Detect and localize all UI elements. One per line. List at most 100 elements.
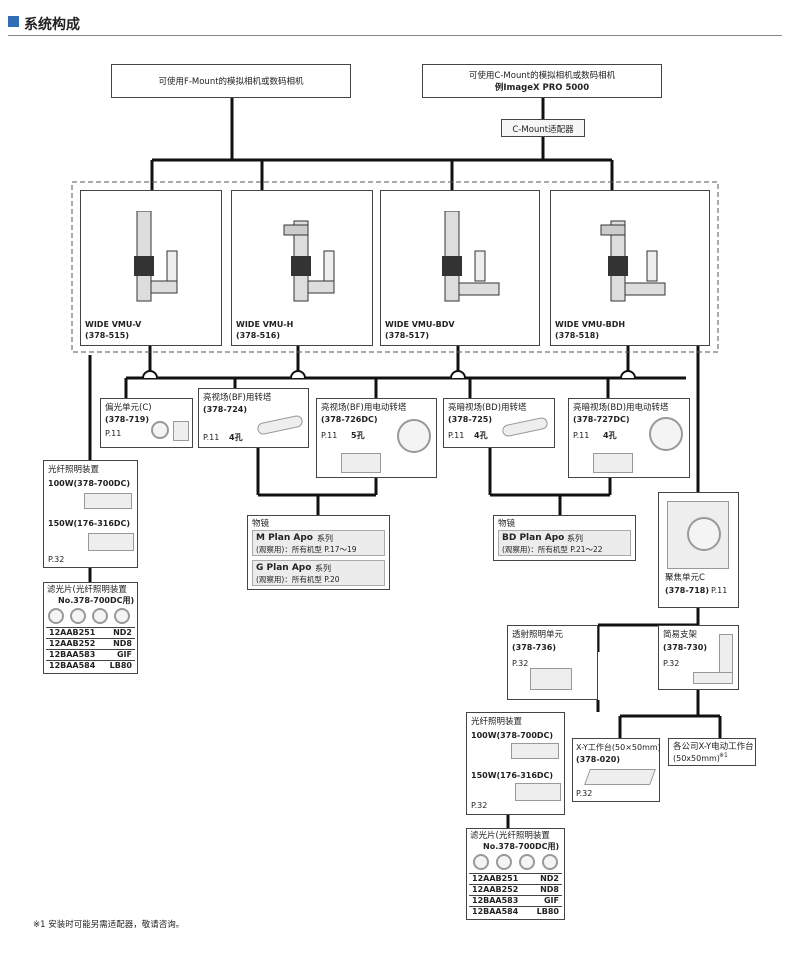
fiber-left-150w-icon xyxy=(88,533,134,551)
fiber-right-title: 光纤照明装置 xyxy=(471,717,523,727)
transmitted-unit-page: P.32 xyxy=(512,659,529,668)
objective-m-suffix: 系列 xyxy=(317,534,333,543)
filter-right-ring-icon xyxy=(542,854,558,870)
fiber-right-150w-icon xyxy=(515,783,561,801)
bd-motor-turret-box: 亮暗视场(BD)用电动转塔 (378-727DC) P.11 4孔 xyxy=(568,398,690,478)
bd-turret-code: (378-725) xyxy=(448,415,493,424)
bf-turret-title: 亮视场(BF)用转塔 xyxy=(203,393,272,403)
unit-bdh-name: WIDE VMU-BDH xyxy=(555,320,626,330)
filter-code: 12AAB252 xyxy=(46,638,104,650)
bf-motor-title: 亮视场(BF)用电动转塔 xyxy=(321,403,407,413)
filter-right-ring-icon xyxy=(496,854,512,870)
header-marker xyxy=(8,16,19,27)
bf-motor-turret-icon xyxy=(397,419,431,453)
objective-bd-name: BD Plan Apo xyxy=(502,533,565,543)
stand-base-icon xyxy=(693,672,733,684)
fmount-camera-label: 可使用F-Mount的模拟相机或数码相机 xyxy=(158,77,304,87)
fiber-left-100w: 100W(378-700DC) xyxy=(48,479,131,488)
objective-g-name: G Plan Apo xyxy=(256,563,312,573)
footnote: ※1 安装时可能另需适配器，敬请咨询。 xyxy=(33,920,185,930)
focus-knob-icon xyxy=(687,517,721,551)
unit-bdv-name: WIDE VMU-BDV xyxy=(385,320,455,330)
bf-motor-holes: 5孔 xyxy=(351,431,365,440)
xy-motor-title: 各公司X-Y电动工作台 xyxy=(673,742,754,752)
xy-stage-page: P.32 xyxy=(576,789,593,798)
xy-motor-footnote-mark: ※1 xyxy=(719,752,728,759)
filter-type: LB80 xyxy=(103,660,135,671)
microscope-v-icon xyxy=(134,211,178,302)
objective-bd-title: 物镜 xyxy=(498,519,516,529)
bf-motor-turret-box: 亮视场(BF)用电动转塔 (378-726DC) P.11 5孔 xyxy=(316,398,437,478)
unit-wide-vmu-h: WIDE VMU-H(378-516) xyxy=(231,190,373,346)
objective-m-name: M Plan Apo xyxy=(256,533,313,543)
cmount-adapter-label: C-Mount适配器 xyxy=(512,125,574,135)
filter-type: GIF xyxy=(103,649,135,661)
polarizer-icon xyxy=(151,421,169,439)
polarizer-page: P.11 xyxy=(105,429,122,438)
fiber-left-100w-icon xyxy=(84,493,132,509)
fiber-right-100w-icon xyxy=(511,743,559,759)
unit-wide-vmu-v: WIDE VMU-V(378-515) xyxy=(80,190,222,346)
filter-left-ring-icon xyxy=(48,608,64,624)
focus-unit-title: 聚焦单元C xyxy=(665,573,705,583)
simple-stand-code: (378-730) xyxy=(663,643,708,652)
xy-stage-icon xyxy=(584,769,656,785)
objective-bf-box: 物镜 M Plan Apo 系列 (观察用)：所有机型 P.17～19 G Pl… xyxy=(247,515,390,590)
cmount-camera-example: 例ImageX PRO 5000 xyxy=(494,83,590,93)
objective-bd-desc: (观察用)：所有机型 P.21～22 xyxy=(502,545,603,554)
filter-left-subtitle: No.378-700DC用) xyxy=(58,596,135,605)
header-divider xyxy=(8,35,782,36)
filter-type: ND2 xyxy=(529,873,562,885)
transmitted-unit-icon xyxy=(530,668,572,690)
polarizer-code: (378-719) xyxy=(105,415,150,424)
bd-motor-page: P.11 xyxy=(573,431,590,440)
filter-right-subtitle: No.378-700DC用) xyxy=(483,842,560,851)
transmitted-unit-code: (378-736) xyxy=(512,643,557,652)
cmount-adapter-box: C-Mount适配器 xyxy=(501,119,585,137)
filter-left-title: 滤光片(光纤照明装置 xyxy=(47,585,127,595)
objective-bd-box: 物镜 BD Plan Apo 系列 (观察用)：所有机型 P.21～22 xyxy=(493,515,636,561)
filter-code: 12AAB252 xyxy=(469,884,530,896)
filter-type: ND8 xyxy=(103,638,135,650)
fmount-camera-box: 可使用F-Mount的模拟相机或数码相机 xyxy=(111,64,351,98)
filter-code: 12BAA583 xyxy=(469,895,530,907)
microscope-bdv-icon xyxy=(442,211,500,302)
xy-stage-title: X-Y工作台(50×50mm) xyxy=(576,743,661,752)
objective-m-plan-apo: M Plan Apo 系列 (观察用)：所有机型 P.17～19 xyxy=(252,530,385,556)
objective-bf-title: 物镜 xyxy=(252,519,270,529)
bf-turret-box: 亮视场(BF)用转塔 (378-724) P.11 4孔 xyxy=(198,388,309,448)
simple-stand-title: 简易支架 xyxy=(663,630,698,640)
simple-stand-box: 简易支架 (378-730) P.32 xyxy=(658,625,739,690)
unit-h-name: WIDE VMU-H xyxy=(236,320,294,330)
bd-motor-title: 亮暗视场(BD)用电动转塔 xyxy=(573,403,669,413)
simple-stand-page: P.32 xyxy=(663,659,680,668)
fiber-left-box: 光纤照明装置 100W(378-700DC) 150W(176-316DC) P… xyxy=(43,460,138,568)
page-title: 系统构成 xyxy=(24,17,80,33)
objective-bd-suffix: 系列 xyxy=(567,534,583,543)
filter-type: ND8 xyxy=(529,884,562,896)
transmitted-unit-title: 透射照明单元 xyxy=(512,630,564,640)
filter-type: GIF xyxy=(529,895,562,907)
focus-unit-box: 聚焦单元C (378-718) P.11 xyxy=(658,492,739,608)
cmount-camera-label: 可使用C-Mount的模拟相机或数码相机 xyxy=(468,71,616,81)
xy-stage-code: (378-020) xyxy=(576,755,621,764)
filter-code: 12AAB251 xyxy=(469,873,530,885)
unit-bdv-code: (378-517) xyxy=(385,330,430,340)
bd-turret-page: P.11 xyxy=(448,431,465,440)
bf-motor-code: (378-726DC) xyxy=(321,415,378,424)
filter-code: 12BAA583 xyxy=(46,649,104,661)
bf-turret-page: P.11 xyxy=(203,433,220,442)
filter-code: 12AAB251 xyxy=(46,627,104,639)
objective-g-desc: (观察用)：所有机型 P.20 xyxy=(256,575,340,584)
fiber-right-150w: 150W(176-316DC) xyxy=(471,771,554,780)
xy-motor-stage-box: 各公司X-Y电动工作台 (50x50mm) ※1 xyxy=(668,738,756,766)
polarizer-title: 偏光单元(C) xyxy=(105,403,152,413)
